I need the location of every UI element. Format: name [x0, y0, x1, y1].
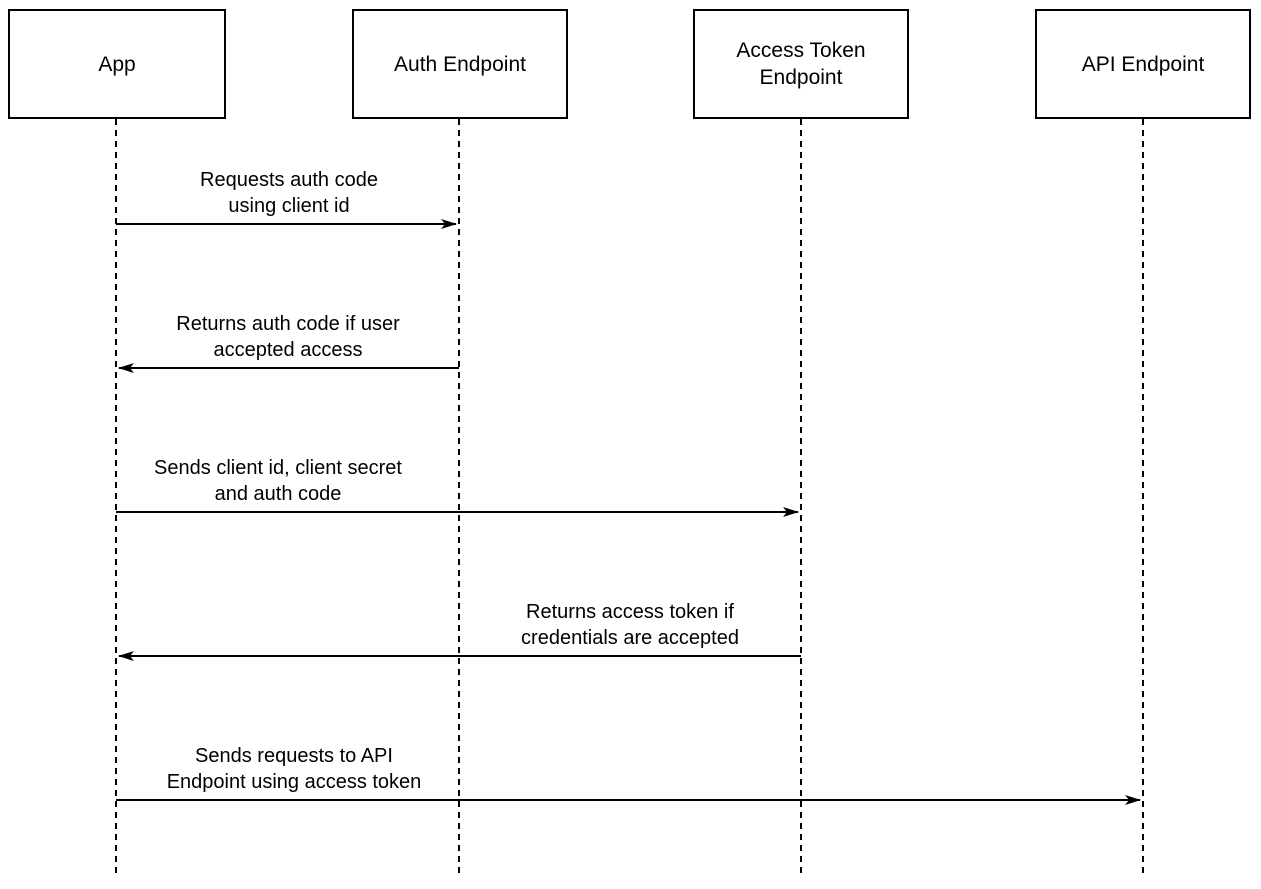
actor-box-auth-endpoint: Auth Endpoint [352, 9, 568, 119]
actor-label-app: App [98, 52, 136, 76]
message-label-sends-api-requests: Sends requests to API Endpoint using acc… [166, 745, 422, 793]
message-label-returns-auth-code: Returns auth code if user accepted acces… [176, 313, 400, 361]
actor-label-auth-endpoint: Auth Endpoint [394, 52, 526, 76]
actor-label-api-endpoint: API Endpoint [1081, 52, 1205, 76]
actor-box-api-endpoint: API Endpoint [1035, 9, 1251, 119]
actor-label-access-token-endpoint: Access Token Endpoint [736, 39, 866, 89]
message-label-returns-access-token: Returns access token if credentials are … [521, 601, 739, 649]
message-label-sends-credentials: Sends client id, client secret and auth … [154, 457, 402, 505]
message-label-requests-auth-code: Requests auth code using client id [200, 169, 378, 217]
actor-box-app: App [8, 9, 226, 119]
actor-box-access-token-endpoint: Access Token Endpoint [693, 9, 909, 119]
